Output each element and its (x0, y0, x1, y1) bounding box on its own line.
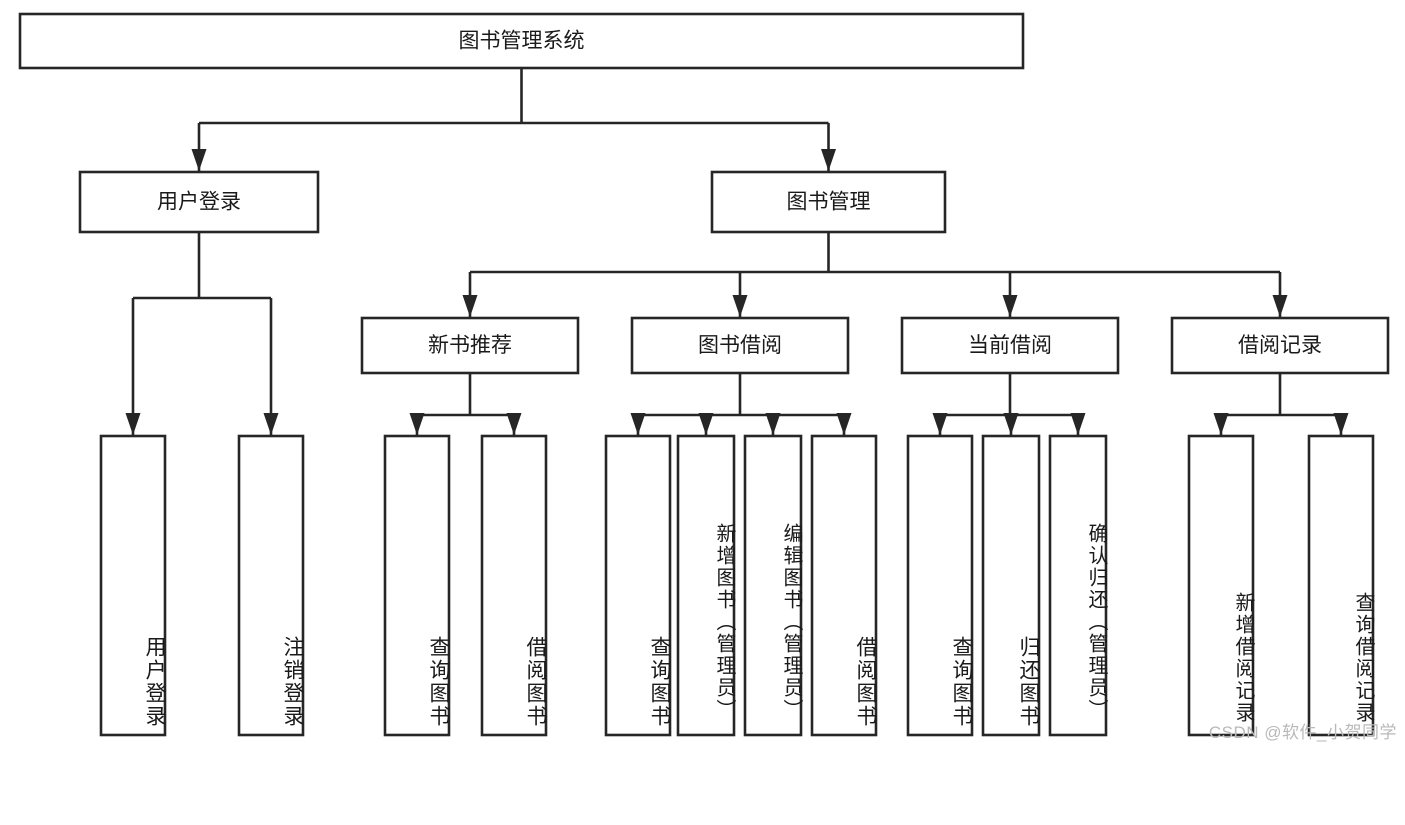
level3-node-2[interactable] (900, 316, 1120, 375)
leaf-node-4[interactable] (604, 434, 672, 737)
arrow-head-icon (1002, 295, 1018, 317)
leaf-node-3[interactable] (480, 434, 548, 737)
leaf-node-7[interactable] (810, 434, 878, 737)
node-box-layer (18, 12, 1390, 737)
arrow-head-icon (821, 149, 836, 171)
arrow-head-icon (1070, 413, 1086, 435)
leaf-node-6[interactable] (743, 434, 803, 737)
leaf-node-5[interactable] (676, 434, 736, 737)
root-node-label: 图书管理系统 (459, 30, 585, 53)
level2-node-1[interactable] (710, 170, 947, 234)
csdn-watermark: CSDN @软件_小贺同学 (1208, 723, 1397, 742)
arrow-head-icon (698, 413, 714, 435)
level3-node-1[interactable] (630, 316, 850, 375)
arrow-head-icon (1213, 413, 1229, 435)
arrow-head-icon (125, 413, 141, 435)
arrow-head-icon (191, 149, 207, 171)
arrow-head-icon (1272, 295, 1288, 317)
level2-node-label-1: 图书管理 (787, 191, 871, 214)
arrow-head-icon (630, 413, 646, 435)
arrow-head-icon (506, 413, 522, 435)
leaf-node-2[interactable] (383, 434, 451, 737)
level3-node-0[interactable] (360, 316, 580, 375)
arrow-head-icon (409, 413, 425, 435)
leaf-node-0[interactable] (99, 434, 167, 737)
leaf-node-1[interactable] (237, 434, 305, 737)
connector-layer (125, 68, 1349, 435)
arrow-head-icon (732, 295, 748, 317)
arrow-head-icon (462, 295, 478, 317)
level2-node-label-0: 用户登录 (157, 191, 241, 214)
flowchart-canvas: 图书管理系统用户登录图书管理新书推荐图书借阅当前借阅借阅记录 用户登录注销登录查… (18, 12, 1397, 742)
leaf-node-11[interactable] (1187, 434, 1255, 737)
root-node[interactable] (18, 12, 1025, 70)
arrow-head-icon (1003, 413, 1019, 435)
level3-node-label-0: 新书推荐 (428, 334, 512, 357)
level3-node-label-2: 当前借阅 (968, 334, 1052, 357)
level3-node-label-1: 图书借阅 (698, 334, 782, 357)
arrow-head-icon (263, 413, 279, 435)
leaf-node-8[interactable] (906, 434, 974, 737)
leaf-node-12[interactable] (1307, 434, 1375, 737)
leaf-node-9[interactable] (981, 434, 1041, 737)
leaf-node-10[interactable] (1048, 434, 1108, 737)
arrow-head-icon (765, 413, 781, 435)
arrow-head-icon (1333, 413, 1349, 435)
level2-node-0[interactable] (78, 170, 320, 234)
arrow-head-icon (836, 413, 852, 435)
level3-node-label-3: 借阅记录 (1238, 334, 1322, 357)
level3-node-3[interactable] (1170, 316, 1390, 375)
arrow-head-icon (932, 413, 948, 435)
